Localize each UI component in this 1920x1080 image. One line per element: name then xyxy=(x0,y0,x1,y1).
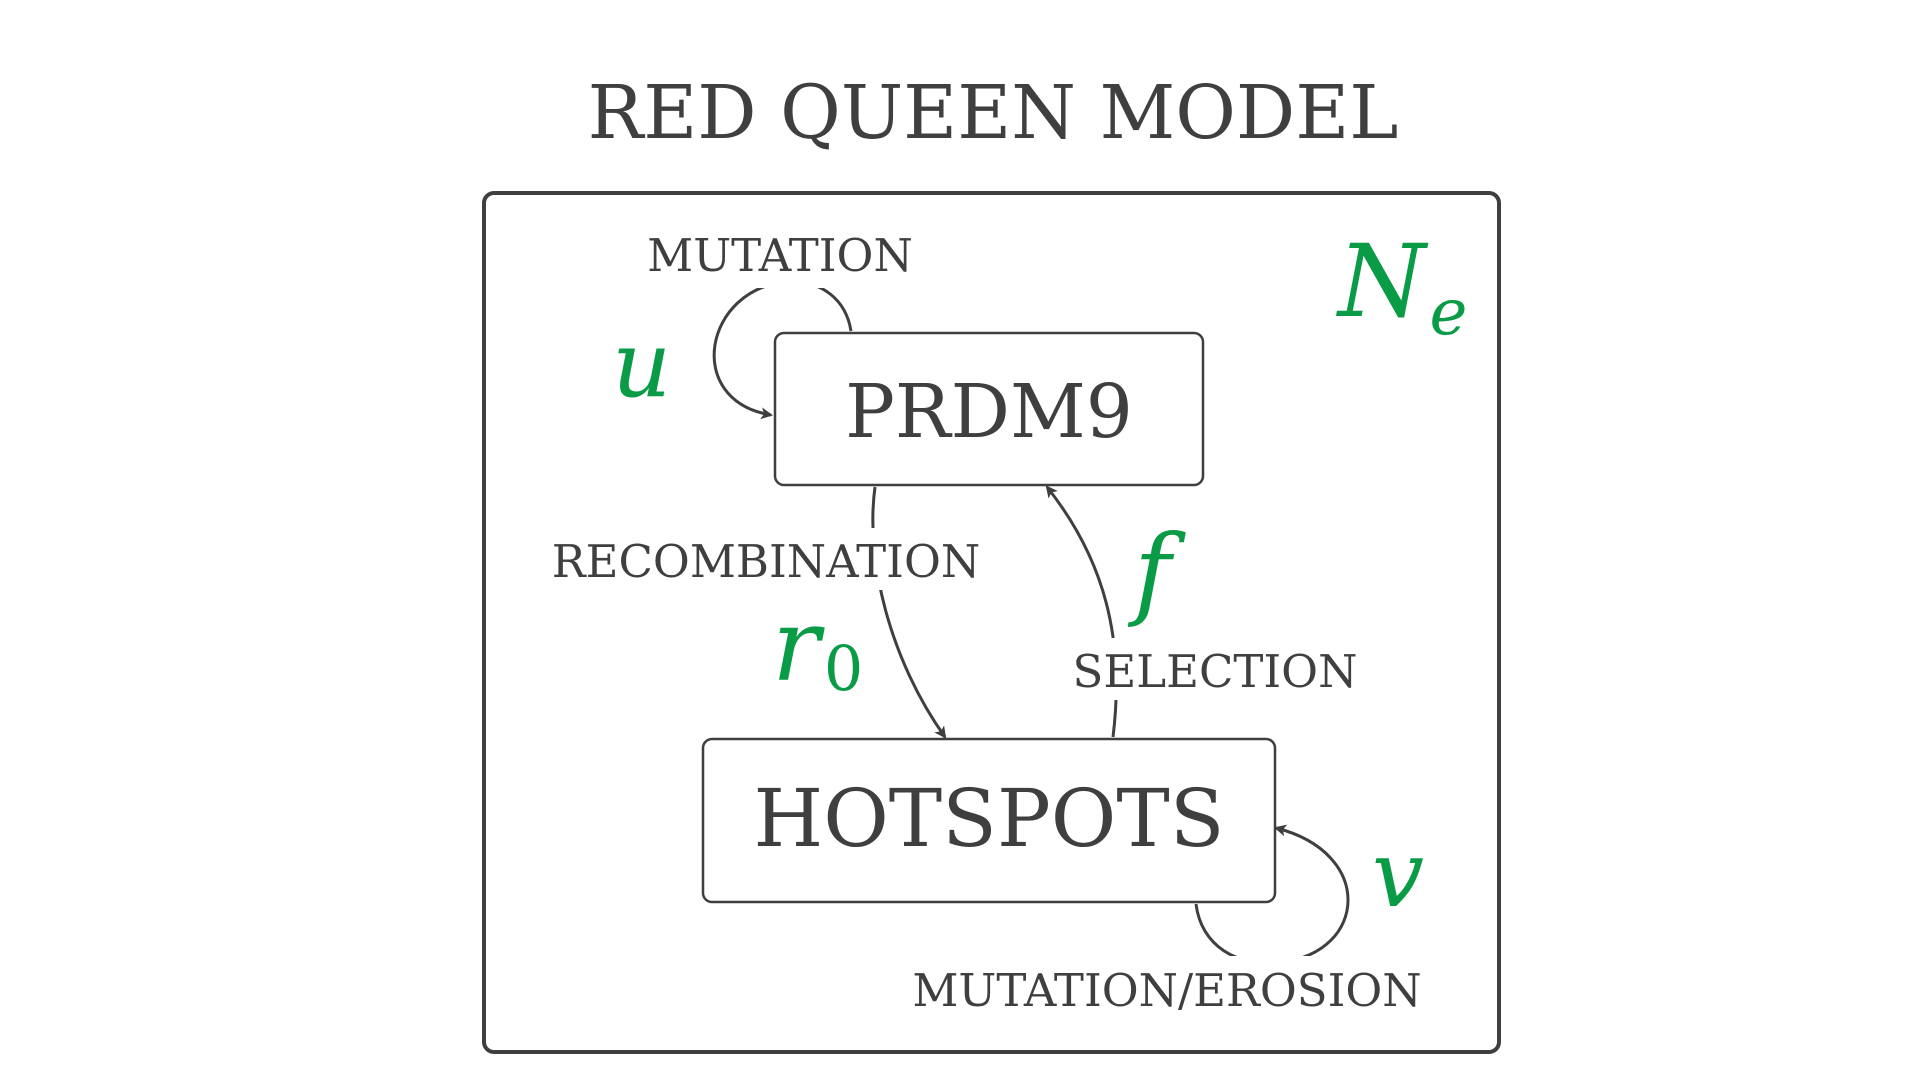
recombination-arrow xyxy=(871,486,947,739)
selection-arrow xyxy=(1045,485,1118,738)
mutation-label-mask xyxy=(628,220,928,288)
erosion-label: MUTATION/EROSION xyxy=(912,964,1421,1017)
recombination-label: RECOMBINATION xyxy=(552,535,980,588)
hotspots-label: HOTSPOTS xyxy=(753,772,1224,865)
hotspots-box xyxy=(701,737,1277,904)
selection-param: f xyxy=(1127,513,1186,630)
mutation-rate-param: u xyxy=(612,311,671,418)
population-size-subscript: e xyxy=(1430,276,1468,350)
prdm9-box xyxy=(773,331,1205,487)
prdm9-label: PRDM9 xyxy=(845,369,1133,455)
population-size-param: Ne xyxy=(1336,223,1467,350)
mutation-label: MUTATION xyxy=(647,229,913,282)
erosion-rate-param: v xyxy=(1372,821,1424,928)
mutation-arrow xyxy=(712,280,853,420)
recombination-rate-symbol: r xyxy=(772,587,825,704)
prdm9-node: PRDM9 xyxy=(773,331,1205,487)
erosion-label-mask xyxy=(878,956,1458,1024)
recombination-label-mask xyxy=(526,528,1008,590)
hotspots-node: HOTSPOTS xyxy=(701,737,1277,904)
recombination-rate-subscript: 0 xyxy=(824,632,863,705)
population-size-symbol: N xyxy=(1336,223,1429,340)
selection-label-mask xyxy=(1058,638,1376,700)
diagram-title: RED QUEEN MODEL xyxy=(588,70,1399,156)
model-frame xyxy=(482,191,1501,1054)
recombination-rate-param: r0 xyxy=(772,587,863,705)
selection-label: SELECTION xyxy=(1073,645,1358,698)
